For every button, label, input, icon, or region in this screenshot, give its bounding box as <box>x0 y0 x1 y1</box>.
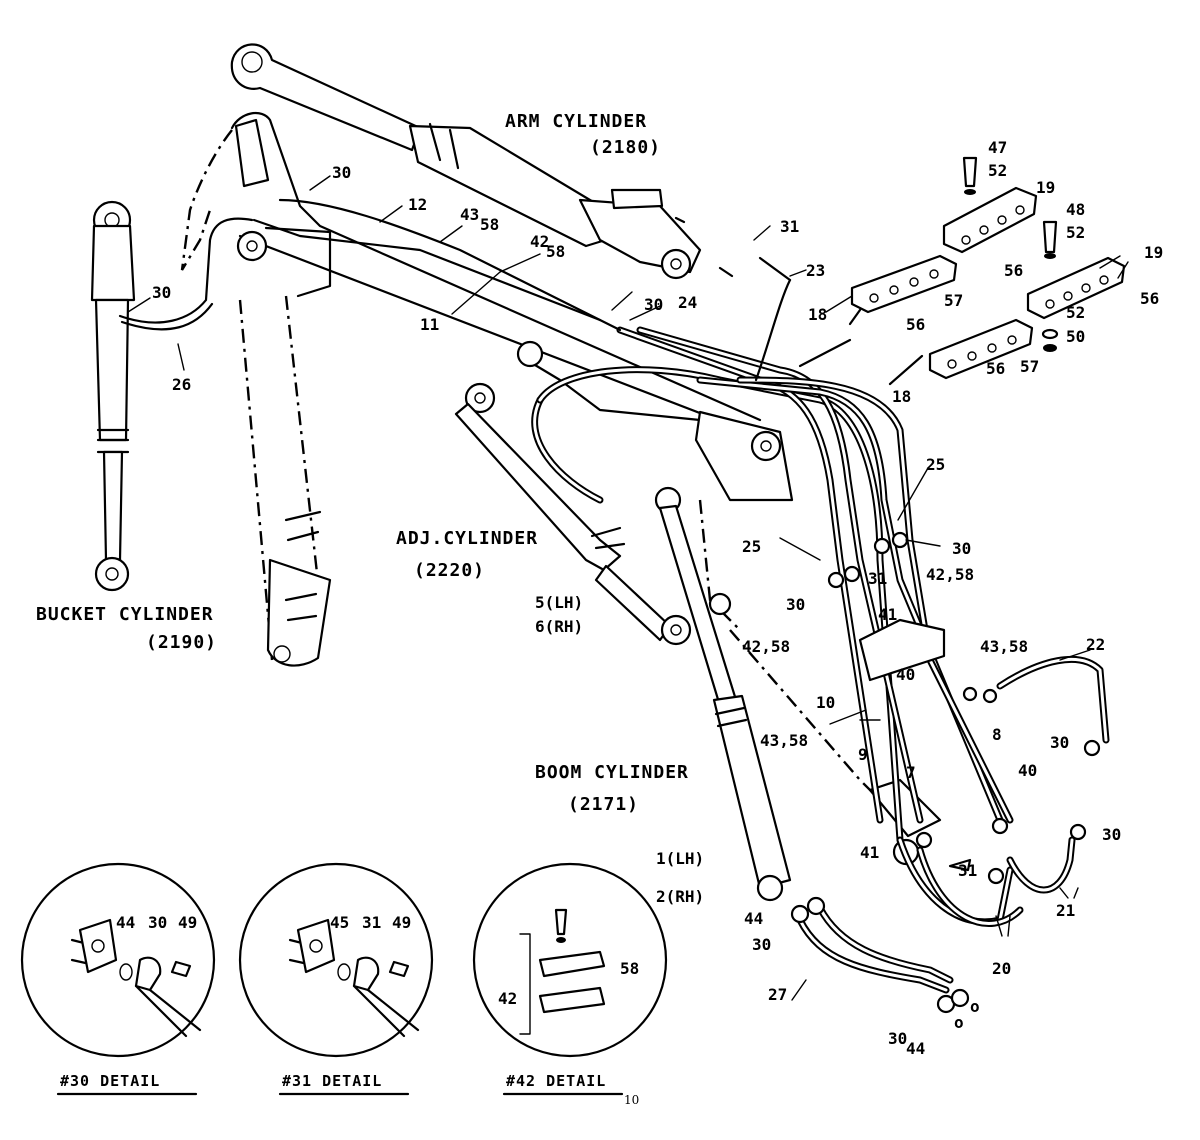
callout-58: 58 <box>620 959 639 978</box>
callout-9: 9 <box>858 745 868 764</box>
boom-rh-label: 2(RH) <box>656 887 704 906</box>
callout-o: o <box>954 1013 964 1032</box>
callout-30: 30 <box>1050 733 1069 752</box>
page-number: 10 <box>624 1093 639 1107</box>
callout-30: 30 <box>752 935 771 954</box>
callout-25: 25 <box>742 537 761 556</box>
hose-bundle <box>252 198 1110 1014</box>
callout-25: 25 <box>926 455 945 474</box>
callout-30: 30 <box>786 595 805 614</box>
callout-31: 31 <box>780 217 799 236</box>
callout-49: 49 <box>392 913 411 932</box>
bucket-cylinder <box>90 200 254 592</box>
detail-31 <box>238 862 434 1058</box>
callout-31: 31 <box>362 913 381 932</box>
clamp-blocks <box>798 156 1126 386</box>
callout-43-58: 43,58 <box>760 731 808 750</box>
callout-41: 41 <box>860 843 879 862</box>
callout-19: 19 <box>1036 178 1055 197</box>
callout-42: 42 <box>530 232 549 251</box>
callout-43: 43 <box>460 205 479 224</box>
adj-cylinder-name: ADJ.CYLINDER <box>396 528 538 549</box>
detail-42-caption: #42 DETAIL <box>506 1072 606 1090</box>
adj-cylinder-code: (2220) <box>414 560 485 581</box>
callout-11: 11 <box>420 315 439 334</box>
callout-44: 44 <box>744 909 763 928</box>
callout-58: 58 <box>546 242 565 261</box>
adj-lh-label: 5(LH) <box>535 593 583 612</box>
callout-31: 31 <box>868 569 887 588</box>
callout-20: 20 <box>992 959 1011 978</box>
callout-22: 22 <box>1086 635 1105 654</box>
callout-8: 8 <box>992 725 1002 744</box>
boom-cylinder-name: BOOM CYLINDER <box>535 762 689 783</box>
adj-cylinder <box>454 382 692 646</box>
callout-56: 56 <box>906 315 925 334</box>
detail-30 <box>20 862 216 1058</box>
arm-cylinder <box>230 43 734 280</box>
callout-50: 50 <box>1066 327 1085 346</box>
bucket-cylinder-name: BUCKET CYLINDER <box>36 604 214 625</box>
callout-44: 44 <box>116 913 135 932</box>
callout-21: 21 <box>1056 901 1075 920</box>
callout-52: 52 <box>1066 223 1085 242</box>
callout-30: 30 <box>152 283 171 302</box>
arm-cylinder-code: (2180) <box>590 137 661 158</box>
callout-30: 30 <box>332 163 351 182</box>
callout-31: 31 <box>958 861 977 880</box>
boom-cylinder <box>654 486 792 902</box>
callout-40: 40 <box>1018 761 1037 780</box>
detail-42 <box>472 862 668 1058</box>
boom-arm <box>180 111 972 872</box>
callout-23: 23 <box>806 261 825 280</box>
callout-18: 18 <box>892 387 911 406</box>
callout-57: 57 <box>1020 357 1039 376</box>
callout-30: 30 <box>644 295 663 314</box>
callout-47: 47 <box>988 138 1007 157</box>
arm-cylinder-name: ARM CYLINDER <box>505 111 647 132</box>
callout-42: 42 <box>498 989 517 1008</box>
callout-40: 40 <box>896 665 915 684</box>
callout-49: 49 <box>178 913 197 932</box>
callout-18: 18 <box>808 305 827 324</box>
boom-cylinder-code: (2171) <box>568 794 639 815</box>
callout-7: 7 <box>906 763 916 782</box>
callout-30: 30 <box>952 539 971 558</box>
callout-58: 58 <box>480 215 499 234</box>
callout-56: 56 <box>1140 289 1159 308</box>
boom-lh-label: 1(LH) <box>656 849 704 868</box>
callout-42-58: 42,58 <box>926 565 974 584</box>
callout-41: 41 <box>878 605 897 624</box>
callout-10: 10 <box>816 693 835 712</box>
callout-30: 30 <box>888 1029 907 1048</box>
callout-52: 52 <box>988 161 1007 180</box>
callout-57: 57 <box>944 291 963 310</box>
callout-30: 30 <box>148 913 167 932</box>
detail-30-caption: #30 DETAIL <box>60 1072 160 1090</box>
callout-56: 56 <box>986 359 1005 378</box>
callout-19: 19 <box>1144 243 1163 262</box>
callout-48: 48 <box>1066 200 1085 219</box>
callout-30: 30 <box>1102 825 1121 844</box>
callout-26: 26 <box>172 375 191 394</box>
callout-o: o <box>970 997 980 1016</box>
callout-12: 12 <box>408 195 427 214</box>
callout-45: 45 <box>330 913 349 932</box>
adj-rh-label: 6(RH) <box>535 617 583 636</box>
leader-lines <box>127 175 1129 1001</box>
callout-56: 56 <box>1004 261 1023 280</box>
bucket-cylinder-code: (2190) <box>146 632 217 653</box>
callout-24: 24 <box>678 293 697 312</box>
callout-44: 44 <box>906 1039 925 1058</box>
callout-52: 52 <box>1066 303 1085 322</box>
detail-31-caption: #31 DETAIL <box>282 1072 382 1090</box>
callout-42-58: 42,58 <box>742 637 790 656</box>
callout-27: 27 <box>768 985 787 1004</box>
callout-43-58: 43,58 <box>980 637 1028 656</box>
